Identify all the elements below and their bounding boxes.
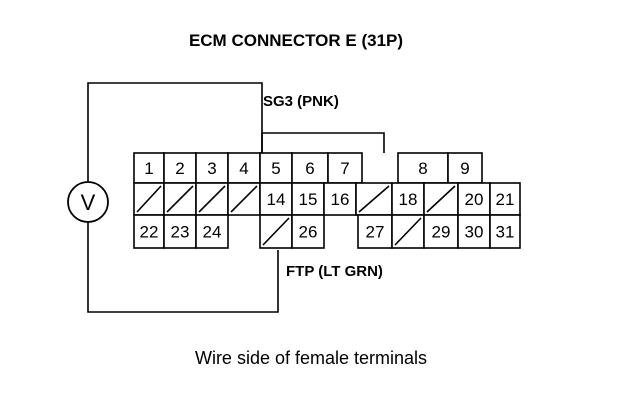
- terminal-number-29: 29: [432, 223, 451, 242]
- terminal-cell: [327, 152, 363, 184]
- terminal-cell: [357, 214, 393, 249]
- terminal-number-21: 21: [496, 190, 515, 209]
- voltmeter-icon: V: [67, 181, 109, 223]
- diagram-title: ECM CONNECTOR E (31P): [189, 31, 403, 50]
- terminal-cell: [291, 214, 325, 249]
- terminal-cell: [323, 182, 357, 216]
- terminal-number-27: 27: [366, 223, 385, 242]
- connector-lock-tab: [261, 132, 385, 153]
- voltmeter-symbol: V: [81, 190, 96, 215]
- terminal-number-4: 4: [239, 159, 248, 178]
- terminal-number-18: 18: [399, 190, 418, 209]
- terminal-number-6: 6: [305, 159, 314, 178]
- terminal-number-16: 16: [331, 190, 350, 209]
- sg3-wire-label: SG3 (PNK): [263, 93, 339, 110]
- terminal-number-8: 8: [418, 159, 427, 178]
- terminal-number-7: 7: [340, 159, 349, 178]
- terminal-cell: [163, 214, 197, 249]
- terminal-cell: [195, 152, 229, 184]
- terminal-number-9: 9: [460, 159, 469, 178]
- terminal-cell: [133, 214, 165, 249]
- terminal-number-5: 5: [271, 159, 280, 178]
- terminal-cell: [489, 182, 521, 216]
- empty-terminal-slash: [394, 217, 422, 246]
- terminal-number-14: 14: [267, 190, 286, 209]
- empty-terminal-slash: [166, 185, 194, 213]
- terminal-number-20: 20: [465, 190, 484, 209]
- terminal-cell: [489, 214, 521, 249]
- terminal-number-26: 26: [299, 223, 318, 242]
- empty-terminal-slash: [136, 185, 162, 213]
- terminal-cell: [195, 214, 229, 249]
- terminal-number-3: 3: [207, 159, 216, 178]
- empty-terminal-slash: [358, 185, 390, 213]
- empty-terminal-slash: [230, 185, 258, 213]
- terminal-number-15: 15: [299, 190, 318, 209]
- meter-wire-sg3: [87, 82, 263, 182]
- ftp-wire-label: FTP (LT GRN): [286, 263, 383, 280]
- terminal-cell: [447, 152, 483, 184]
- meter-wire-ftp: [87, 222, 279, 313]
- terminal-number-2: 2: [175, 159, 184, 178]
- diagram-caption: Wire side of female terminals: [195, 348, 427, 368]
- terminal-number-1: 1: [144, 159, 153, 178]
- empty-terminal-slash: [198, 185, 226, 213]
- terminal-number-23: 23: [171, 223, 190, 242]
- empty-terminal-slash: [426, 185, 456, 213]
- empty-terminal-slash: [262, 217, 290, 246]
- terminal-cell: [391, 182, 425, 216]
- terminal-number-22: 22: [140, 223, 159, 242]
- terminal-number-30: 30: [465, 223, 484, 242]
- terminal-cell: [259, 152, 293, 184]
- terminal-number-31: 31: [496, 223, 515, 242]
- terminal-number-24: 24: [203, 223, 222, 242]
